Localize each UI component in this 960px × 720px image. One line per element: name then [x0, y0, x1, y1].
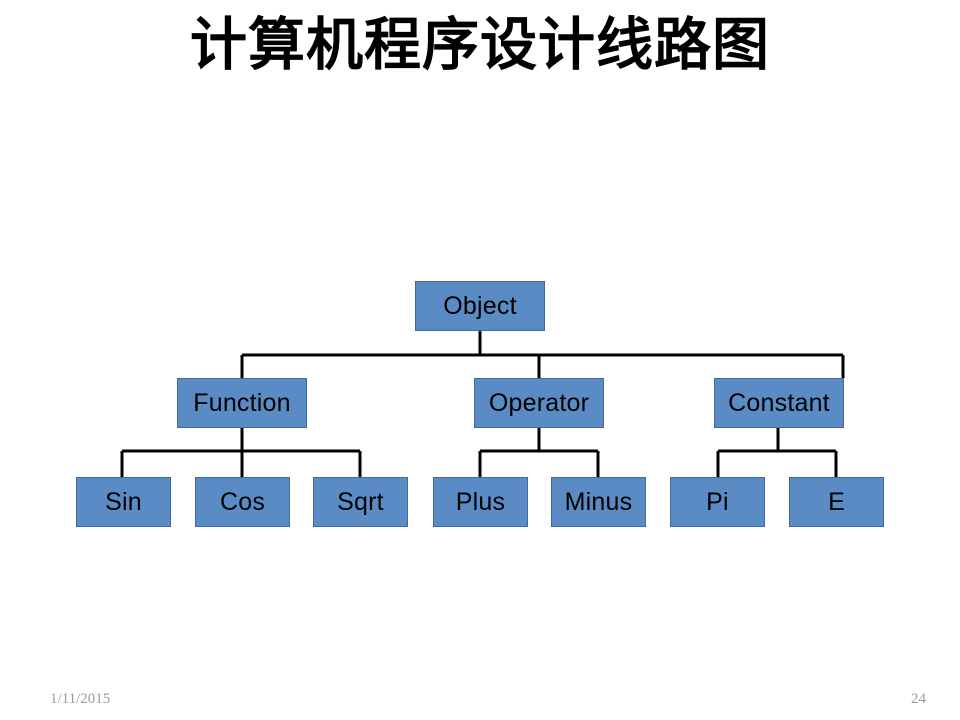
node-operator[interactable]: Operator	[474, 378, 604, 428]
node-object[interactable]: Object	[415, 281, 545, 331]
node-minus[interactable]: Minus	[551, 477, 646, 527]
node-sqrt[interactable]: Sqrt	[313, 477, 408, 527]
node-plus[interactable]: Plus	[433, 477, 528, 527]
footer-date: 1/11/2015	[50, 691, 111, 707]
node-e[interactable]: E	[789, 477, 884, 527]
node-function[interactable]: Function	[177, 378, 307, 428]
node-constant[interactable]: Constant	[714, 378, 844, 428]
node-cos[interactable]: Cos	[195, 477, 290, 527]
node-pi[interactable]: Pi	[670, 477, 765, 527]
page-title: 计算机程序设计线路图	[190, 14, 770, 77]
footer-page-number: 24	[911, 691, 926, 707]
node-sin[interactable]: Sin	[76, 477, 171, 527]
